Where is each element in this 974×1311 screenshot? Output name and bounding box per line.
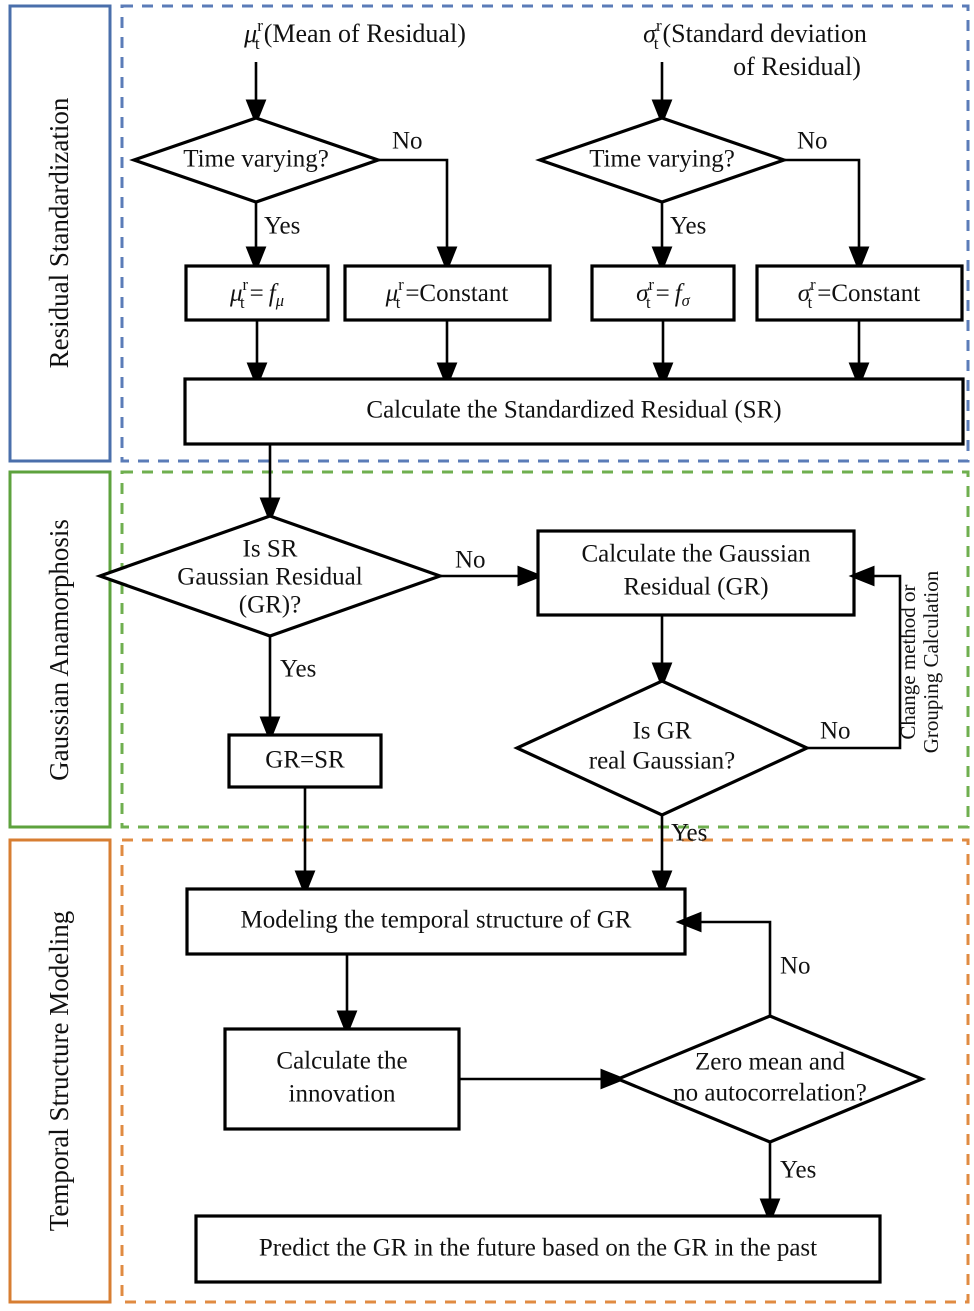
box-calculate-innovation xyxy=(223,1027,461,1131)
tab-temporal-structure-modeling xyxy=(8,838,112,1304)
tab-residual-standardization xyxy=(8,4,112,463)
section-label-temporal-structure-modeling: Temporal Structure Modeling xyxy=(44,911,74,1232)
decision-zero-mean-line2: no autocorrelation? xyxy=(673,1080,867,1107)
edge-label-zero-mean-no: No xyxy=(780,953,811,980)
box-modeling-temporal-structure-label: Modeling the temporal structure of GR xyxy=(241,907,632,934)
box-mu-constant xyxy=(343,264,552,322)
box-mu-function xyxy=(184,264,330,322)
input-mu-symbol: μ xyxy=(243,19,257,48)
input-sigma-caption-line2: of Residual) xyxy=(733,52,861,81)
edge-mu-no xyxy=(378,158,458,273)
edge-label-is-sr-gr-yes: Yes xyxy=(280,656,316,683)
edge-label-is-sr-gr-no: No xyxy=(455,547,486,574)
input-sigma-sub: t xyxy=(654,34,659,53)
decision-zero-mean-line1: Zero mean and xyxy=(695,1049,845,1076)
box-calculate-innovation-line1: Calculate the xyxy=(276,1048,407,1075)
tab-gaussian-anamorphosis xyxy=(8,470,112,829)
box-sigma-constant xyxy=(755,264,964,322)
box-gr-equals-sr-label: GR=SR xyxy=(265,747,345,774)
edge-label-mu-yes: Yes xyxy=(264,213,300,240)
box-gr-equals-sr xyxy=(227,733,383,789)
decision-sigma-time-varying-label: Time varying? xyxy=(589,146,735,173)
edge-label-is-gr-real-yes: Yes xyxy=(671,820,707,847)
edge-label-sigma-no: No xyxy=(797,128,828,155)
feedback-annotation-line2: Grouping Calculation xyxy=(919,570,943,753)
box-calculate-gr-line1: Calculate the Gaussian xyxy=(581,541,811,568)
box-calculate-innovation-line2: innovation xyxy=(289,1081,396,1108)
input-mu-sub: t xyxy=(255,34,260,53)
edge-label-sigma-yes: Yes xyxy=(670,213,706,240)
panel-residual-standardization xyxy=(120,4,970,463)
feedback-annotation-line1: Change method or xyxy=(896,584,920,739)
edge-sigma-no xyxy=(784,158,870,273)
box-modeling-temporal-structure xyxy=(185,887,687,956)
box-calculate-gaussian-residual xyxy=(536,529,856,617)
panel-gaussian-anamorphosis xyxy=(120,470,970,829)
input-mu-sup: r xyxy=(257,16,263,35)
input-sigma-caption-line1: (Standard deviation xyxy=(662,19,866,48)
panel-temporal-structure-modeling xyxy=(120,838,970,1304)
box-calculate-gr-line2: Residual (GR) xyxy=(623,574,768,601)
box-predict-gr xyxy=(194,1214,882,1284)
box-calculate-standardized-residual xyxy=(183,377,965,446)
box-predict-gr-label: Predict the GR in the future based on th… xyxy=(259,1235,817,1262)
decision-is-sr-gr-line3: (GR)? xyxy=(239,592,301,619)
input-sigma-symbol: σ xyxy=(643,19,657,48)
edge-label-is-gr-real-no: No xyxy=(820,718,851,745)
edge-is-gr-real-no-feedback xyxy=(807,565,902,750)
decision-is-sr-gr-line2: Gaussian Residual xyxy=(177,564,362,591)
edge-label-mu-no: No xyxy=(392,128,423,155)
decision-is-gr-real-line2: real Gaussian? xyxy=(589,748,735,775)
decision-is-sr-gr-line1: Is SR xyxy=(243,536,298,563)
box-sigma-function xyxy=(590,264,736,322)
section-label-gaussian-anamorphosis: Gaussian Anamorphosis xyxy=(44,519,74,781)
decision-is-gr-real-line1: Is GR xyxy=(632,718,691,745)
edge-zero-mean-no-feedback xyxy=(675,911,772,1016)
edge-label-zero-mean-yes: Yes xyxy=(780,1157,816,1184)
box-calculate-standardized-residual-label: Calculate the Standardized Residual (SR) xyxy=(366,397,781,424)
input-sigma-sup: r xyxy=(656,16,662,35)
input-mu-caption: (Mean of Residual) xyxy=(264,19,466,48)
decision-mu-time-varying-label: Time varying? xyxy=(183,146,329,173)
section-label-residual-standardization: Residual Standardization xyxy=(44,97,74,368)
